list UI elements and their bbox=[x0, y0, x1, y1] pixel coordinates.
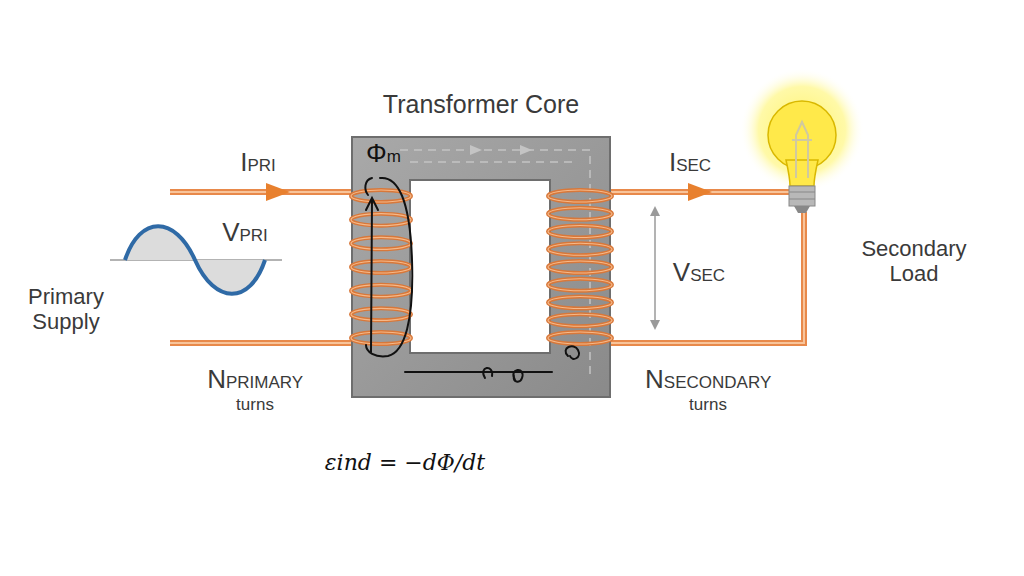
coil-turn bbox=[548, 226, 612, 238]
coil-turn bbox=[351, 285, 411, 297]
coil-turn bbox=[548, 261, 612, 273]
coil-turn-highlight bbox=[548, 190, 612, 202]
coil-turn-highlight bbox=[548, 226, 612, 238]
core-outline: Transformer CoreΦm bbox=[352, 137, 610, 397]
coil-turn-highlight bbox=[351, 237, 411, 249]
coil-turn bbox=[548, 190, 612, 202]
core-title: Transformer Core bbox=[383, 90, 579, 119]
coil-turn-highlight bbox=[548, 332, 612, 344]
coil-turn bbox=[351, 214, 411, 226]
voltage-label: VSEC bbox=[673, 258, 725, 288]
coil-turn bbox=[351, 261, 411, 273]
coil-turn bbox=[351, 237, 411, 249]
coil-turn-highlight bbox=[548, 243, 612, 255]
coil-turn-highlight bbox=[351, 214, 411, 226]
secondary-wires bbox=[606, 183, 804, 343]
coil-turn bbox=[548, 208, 612, 220]
coil-turn-highlight bbox=[351, 285, 411, 297]
turns-label: NPRIMARY turns bbox=[207, 365, 303, 414]
coil-turn bbox=[351, 308, 411, 320]
voltage-label: VPRI bbox=[222, 218, 268, 248]
coil-turn bbox=[548, 243, 612, 255]
voltage-arrow bbox=[650, 206, 660, 330]
coil-turn-highlight bbox=[548, 208, 612, 220]
flux-symbol: Φm bbox=[366, 139, 401, 169]
lamp bbox=[740, 68, 864, 213]
coil-turn-highlight bbox=[548, 297, 612, 309]
supply-label: Primary Supply bbox=[28, 284, 104, 335]
coil-turn-highlight bbox=[351, 308, 411, 320]
current-label: IPRI bbox=[240, 148, 276, 178]
handwritten-annotations bbox=[365, 178, 579, 382]
coil-turn-highlight bbox=[548, 314, 612, 326]
coil-turn-highlight bbox=[548, 279, 612, 291]
coil-turn-highlight bbox=[548, 261, 612, 273]
coil-turn bbox=[548, 314, 612, 326]
coil-turn-highlight bbox=[351, 261, 411, 273]
coil-turn bbox=[548, 279, 612, 291]
current-label: ISEC bbox=[669, 148, 711, 178]
coil-turn bbox=[548, 332, 612, 344]
load-label: Secondary Load bbox=[861, 236, 966, 287]
induced-emf-formula: εind = −dΦ/dt bbox=[325, 450, 485, 475]
primary-wires bbox=[170, 183, 356, 343]
coil-turn bbox=[548, 297, 612, 309]
coil-windings bbox=[351, 190, 612, 344]
turns-label: NSECONDARY turns bbox=[645, 365, 771, 414]
transformer-core bbox=[352, 137, 610, 397]
